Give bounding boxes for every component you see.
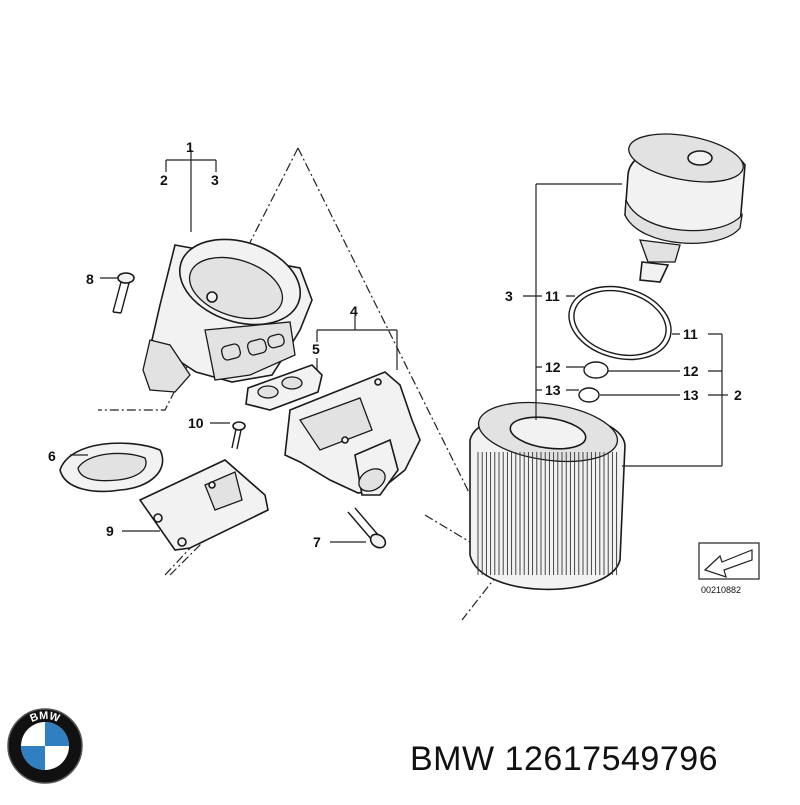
reference-arrow-icon — [703, 549, 753, 578]
screw-10 — [231, 421, 246, 450]
brand-name: BMW — [410, 740, 495, 778]
seal-12 — [583, 361, 609, 379]
callout-11-lower: 11 — [683, 326, 698, 342]
callout-4: 4 — [350, 303, 358, 319]
logo-quadrant-blue-2 — [21, 746, 45, 770]
o-ring-11-inner — [573, 289, 667, 357]
diagram-code: 00210882 — [701, 585, 741, 595]
filter-pleats — [477, 452, 618, 575]
callout-8: 8 — [86, 271, 94, 287]
callout-13-right: 13 — [683, 387, 699, 403]
callout-10: 10 — [188, 415, 204, 431]
callout-3: 3 — [211, 172, 219, 188]
leader-lines — [70, 150, 728, 543]
bmw-logo: BMW — [7, 708, 83, 784]
callout-5: 5 — [312, 341, 320, 357]
callout-2-right: 2 — [734, 387, 742, 403]
oil-filter-housing — [142, 238, 313, 393]
o-ring-11 — [568, 285, 672, 361]
callout-13-left: 13 — [545, 382, 561, 398]
gasket-5 — [245, 364, 323, 411]
diagram-reference: 00210882 — [698, 542, 760, 595]
callout-11-upper: 11 — [545, 288, 560, 304]
callout-3-right: 3 — [505, 288, 513, 304]
brand-part-label: BMW 12617549796 — [410, 740, 718, 779]
plate-9 — [138, 459, 269, 551]
callout-1: 1 — [186, 139, 194, 155]
bolt-8 — [112, 272, 135, 314]
callout-12-right: 12 — [683, 363, 699, 379]
callout-7: 7 — [313, 534, 321, 550]
bracket-4 — [284, 371, 421, 496]
callout-12-left: 12 — [545, 359, 561, 375]
seal-6 — [59, 442, 164, 493]
callout-labels: 1 2 3 8 4 5 10 6 9 7 3 11 11 12 12 13 13… — [48, 139, 742, 550]
bmw-logo-text: BMW — [28, 710, 61, 725]
filter-cap — [624, 133, 746, 283]
bolt-7 — [347, 507, 387, 549]
callout-9: 9 — [106, 523, 114, 539]
logo-quadrant-blue-1 — [45, 722, 69, 746]
callout-6: 6 — [48, 448, 56, 464]
seal-13 — [578, 387, 600, 403]
part-number: 12617549796 — [504, 740, 719, 778]
callout-2: 2 — [160, 172, 168, 188]
filter-element — [469, 401, 626, 591]
